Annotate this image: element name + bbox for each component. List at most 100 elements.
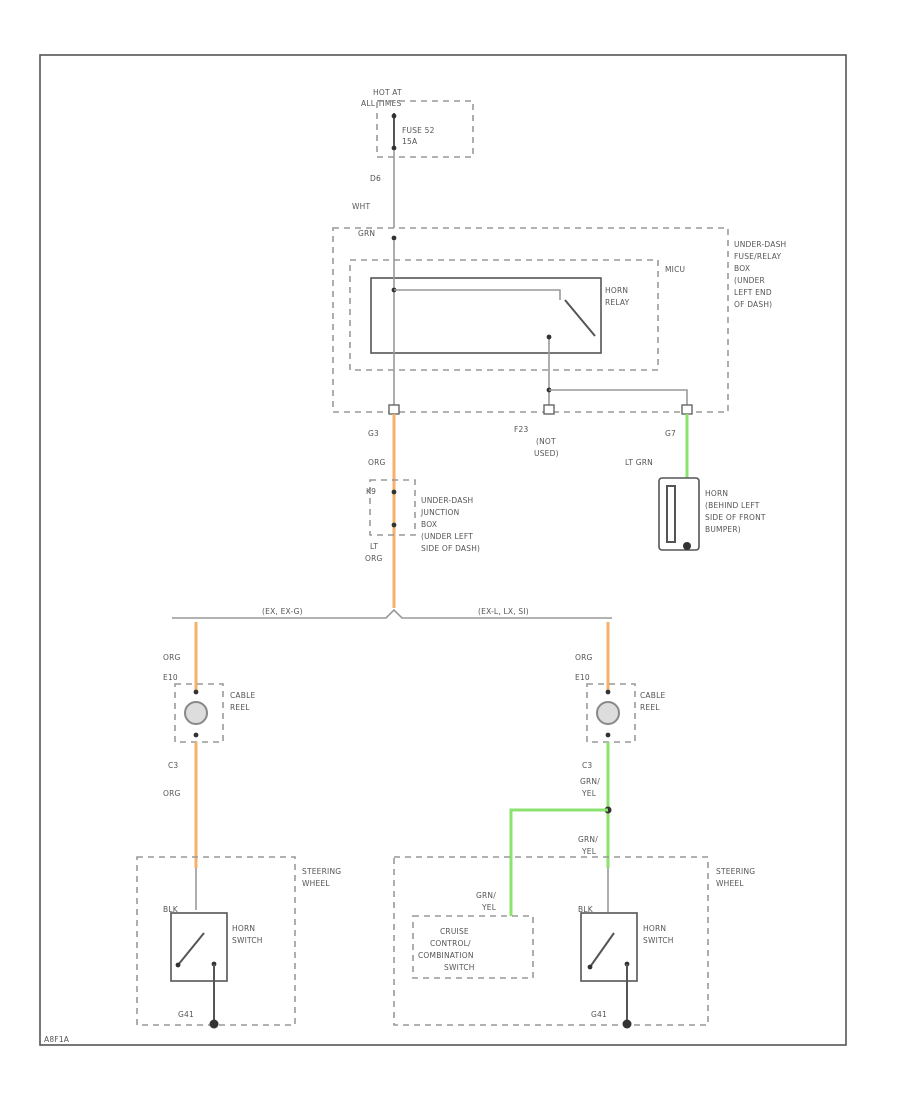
diagram-id-label: A8F1A: [44, 1035, 70, 1044]
box-label-6: OF DASH): [734, 300, 772, 309]
right-steering-label-2: WHEEL: [716, 879, 744, 888]
right-cable-reel-box: [586, 683, 636, 743]
cruise-label-1: CRUISE: [440, 927, 469, 936]
wire-lt-grn-label: LT GRN: [625, 458, 653, 467]
connector-f23-label: F23: [514, 425, 528, 434]
right-reel-terminal-bottom: [605, 732, 611, 738]
right-reel-terminal-top: [605, 689, 611, 695]
left-cable-reel-box: [174, 683, 224, 743]
horn-label-4: BUMPER): [705, 525, 741, 534]
horn-feed-wire: [549, 389, 688, 410]
right-horn-switch-box: [580, 912, 638, 982]
option-left-label: (EX, EX-G): [262, 607, 303, 616]
junction-label-1: UNDER-DASH: [421, 496, 473, 505]
right-grn-yel-1a: GRN/: [580, 777, 600, 786]
right-horn-switch-contact: [589, 932, 615, 968]
connector-g7-label: G7: [665, 429, 676, 438]
option-right-label: (EX-L, LX, SI): [478, 607, 529, 616]
horn-label-3: SIDE OF FRONT: [705, 513, 766, 522]
all-times-label: ALL TIMES: [361, 99, 401, 108]
right-cruise-wire: [509, 808, 608, 916]
connector-g3-label: G3: [368, 429, 379, 438]
junction-terminal-bottom: [391, 522, 397, 528]
cruise-label-2: CONTROL/: [430, 939, 471, 948]
right-c3-label: C3: [582, 761, 592, 770]
f23-not-used-2: USED): [534, 449, 559, 458]
fuse-terminal-bottom: [391, 145, 397, 151]
junction-box: [369, 479, 416, 536]
left-reel-label-2: REEL: [230, 703, 250, 712]
f23-not-used-1: (NOT: [536, 437, 556, 446]
horn-label-2: (BEHIND LEFT: [705, 501, 760, 510]
option-split-line: [172, 608, 612, 619]
relay-switch-feed: [394, 289, 561, 300]
relay-output-node: [546, 334, 552, 340]
connector-k9-label: K9: [366, 487, 376, 496]
box-label-4: (UNDER: [734, 276, 765, 285]
junction-label-3: BOX: [421, 520, 437, 529]
left-horn-switch-label-1: HORN: [232, 924, 255, 933]
connector-g7: [681, 404, 693, 415]
wire-lt-label: LT: [370, 542, 378, 551]
left-reel-terminal-bottom: [193, 732, 199, 738]
right-org-top-label: ORG: [575, 653, 593, 662]
horn-ground-icon: [683, 542, 691, 550]
left-reel-terminal-top: [193, 689, 199, 695]
right-grn-yel-3a: GRN/: [476, 891, 496, 900]
wire-org-label: ORG: [368, 458, 386, 467]
horn-relay-label-1: HORN: [605, 286, 628, 295]
junction-terminal-top: [391, 489, 397, 495]
box-label-5: LEFT END: [734, 288, 772, 297]
fuse-box: [376, 100, 474, 158]
left-c3-label: C3: [168, 761, 178, 770]
cruise-control-switch-box: [412, 915, 534, 979]
junction-label-5: SIDE OF DASH): [421, 544, 480, 553]
micu-label: MICU: [665, 265, 685, 274]
right-steering-wheel-box: [393, 856, 709, 1026]
right-reel-label-2: REEL: [640, 703, 660, 712]
left-horn-switch-box: [170, 912, 228, 982]
right-switch-pivot: [587, 964, 593, 970]
left-steering-label-1: STEERING: [302, 867, 341, 876]
fuse-label: FUSE 52: [402, 126, 435, 135]
box-label-2: FUSE/RELAY: [734, 252, 781, 261]
micu-box: [349, 259, 659, 371]
left-e10-label: E10: [163, 673, 178, 682]
left-org-top-label: ORG: [163, 653, 181, 662]
horn-icon: [658, 477, 700, 551]
left-reel-label-1: CABLE: [230, 691, 255, 700]
right-ground-label: G41: [591, 1010, 607, 1019]
left-ground-label: G41: [178, 1010, 194, 1019]
horn-label-1: HORN: [705, 489, 728, 498]
left-org-bottom-label: ORG: [163, 789, 181, 798]
left-horn-switch-contact: [177, 932, 205, 966]
horn-relay-label-2: RELAY: [605, 298, 630, 307]
left-ground-icon: [209, 1019, 219, 1029]
cruise-label-3: COMBINATION: [418, 951, 474, 960]
underdash-fuse-relay-box: [332, 227, 729, 413]
left-blk-label: BLK: [163, 905, 179, 914]
left-steering-wheel-box: [136, 856, 296, 1026]
box-label-1: UNDER-DASH: [734, 240, 786, 249]
right-steering-label-1: STEERING: [716, 867, 755, 876]
horn-relay-box: [370, 277, 602, 354]
right-horn-switch-label-2: SWITCH: [643, 936, 674, 945]
right-reel-label-1: CABLE: [640, 691, 665, 700]
right-cable-reel-icon: [596, 701, 620, 725]
connector-g3: [388, 404, 400, 415]
cruise-label-4: SWITCH: [444, 963, 475, 972]
fuse-terminal-top: [391, 113, 397, 119]
junction-label-2: JUNCTION: [420, 508, 459, 517]
box-label-3: BOX: [734, 264, 750, 273]
right-grn-yel-3b: YEL: [481, 903, 497, 912]
box-entry-terminal: [391, 235, 397, 241]
horn-inner: [666, 485, 676, 543]
left-cable-reel-icon: [184, 701, 208, 725]
junction-label-4: (UNDER LEFT: [421, 532, 473, 541]
connector-d6-label: D6: [370, 174, 381, 183]
hot-at-label: HOT AT: [373, 88, 402, 97]
right-grn-yel-1b: YEL: [581, 789, 597, 798]
right-ground-icon: [622, 1019, 632, 1029]
